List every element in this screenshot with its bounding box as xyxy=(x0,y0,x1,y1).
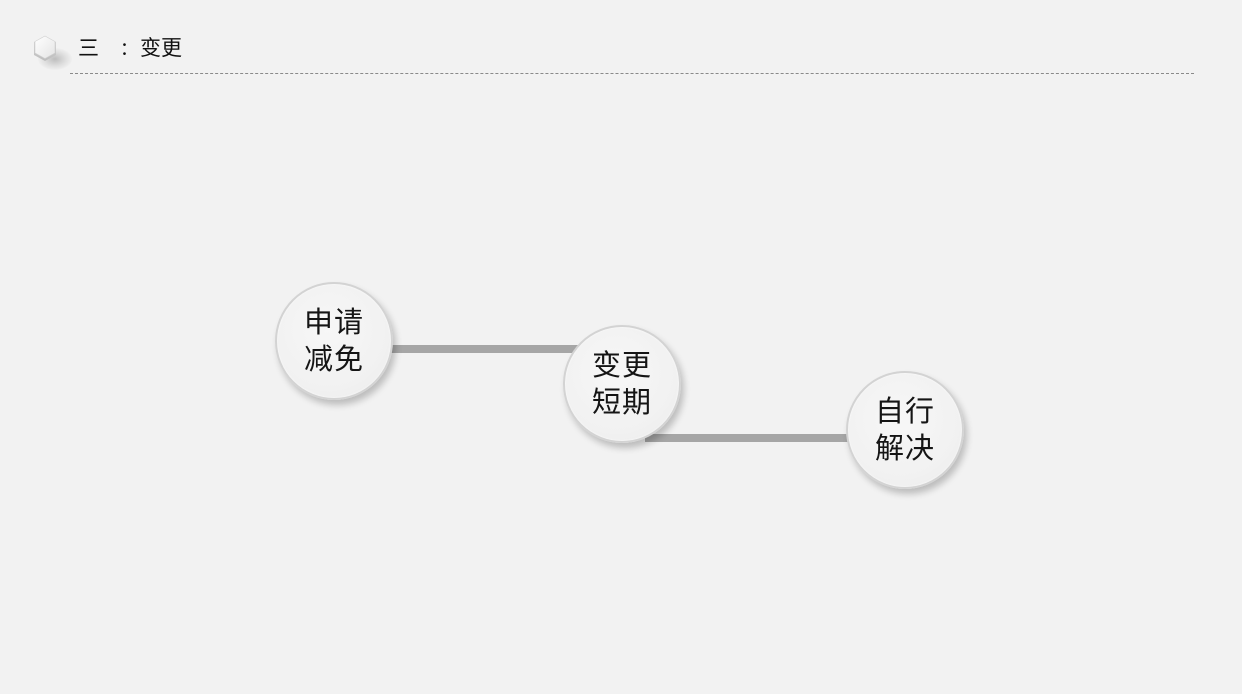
node-label: 申请 减免 xyxy=(299,304,369,378)
section-title: 变更 xyxy=(140,36,182,60)
connector-2 xyxy=(645,434,850,442)
title-separator: ： xyxy=(120,39,138,60)
section-number: 三 xyxy=(78,36,99,60)
header-divider xyxy=(70,73,1194,74)
connector-1 xyxy=(390,345,580,353)
page-title: 三 ：变更 xyxy=(78,33,182,63)
node-label-line1: 变更 xyxy=(591,348,652,382)
node-change-short-term: 变更 短期 xyxy=(563,325,681,443)
header: 三 ：变更 xyxy=(0,0,1242,80)
node-self-resolve: 自行 解决 xyxy=(846,371,964,489)
hexagon-icon xyxy=(34,35,56,61)
node-label-line2: 减免 xyxy=(303,342,364,376)
node-label-line1: 申请 xyxy=(303,305,364,339)
node-label-line2: 短期 xyxy=(591,385,652,419)
node-label-line1: 自行 xyxy=(874,394,935,428)
node-apply-reduction: 申请 减免 xyxy=(275,282,393,400)
node-label-line2: 解决 xyxy=(874,431,935,465)
node-label: 自行 解决 xyxy=(870,393,940,467)
node-label: 变更 短期 xyxy=(587,347,657,421)
